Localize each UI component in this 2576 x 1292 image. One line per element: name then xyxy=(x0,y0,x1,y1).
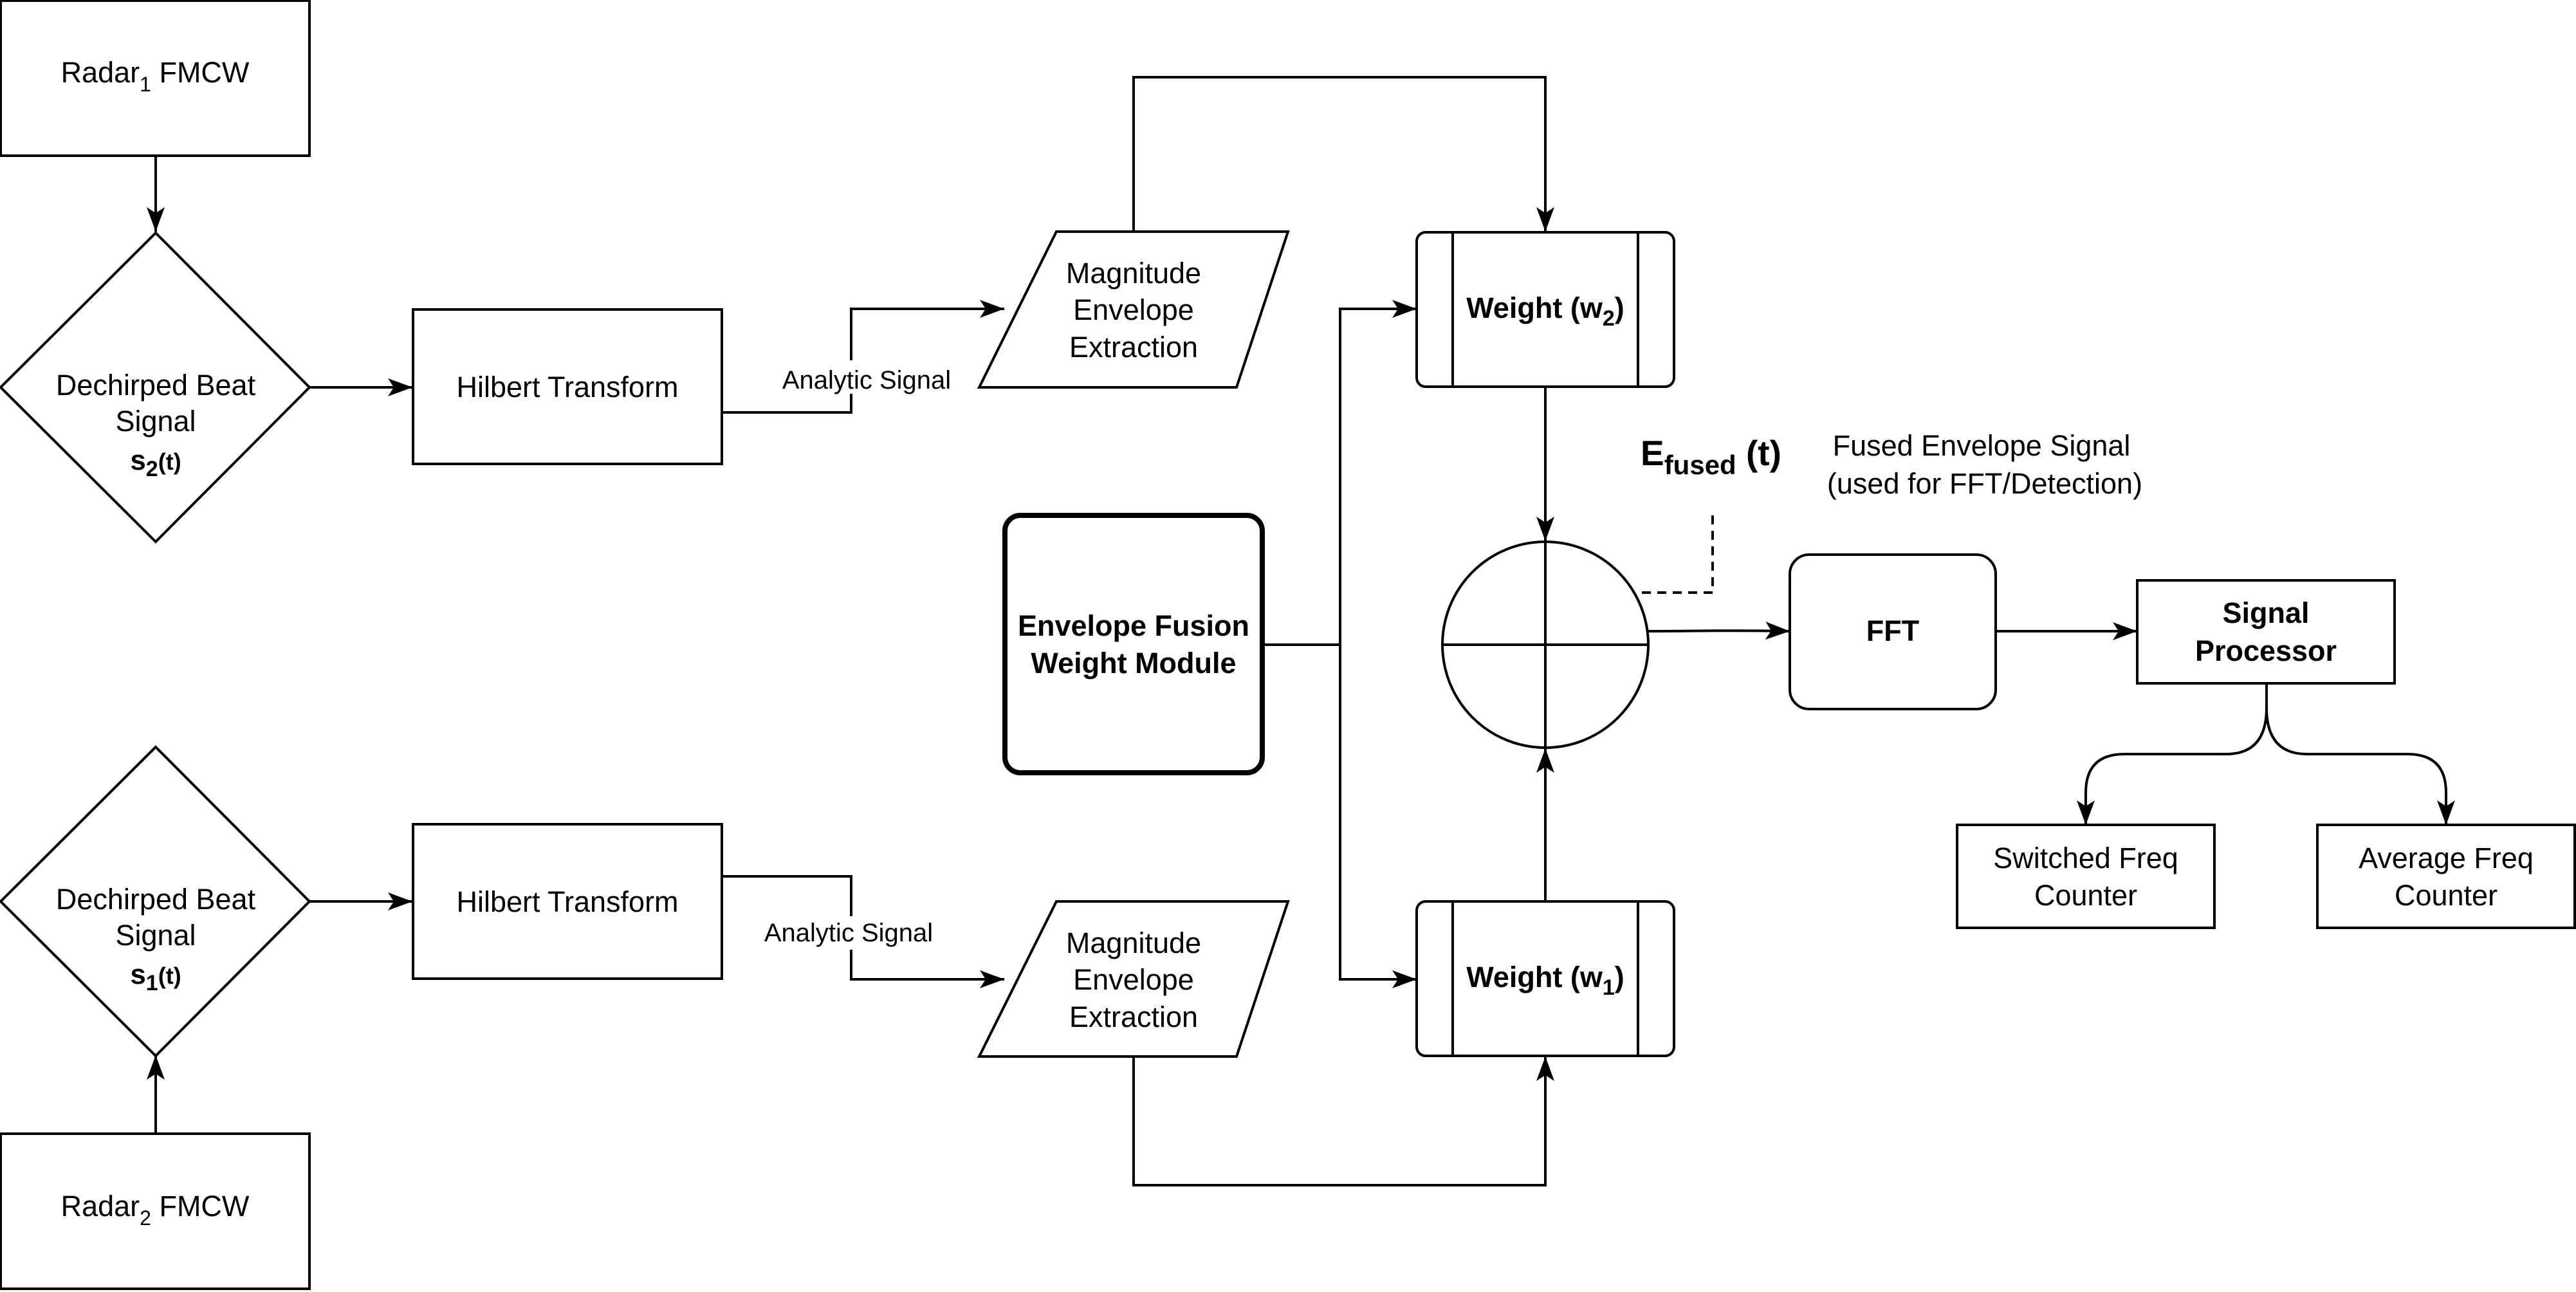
magnitude-envelope-top-node: Magnitude Envelope Extraction xyxy=(977,230,1290,389)
hilbert-transform-top-node: Hilbert Transform xyxy=(412,308,723,465)
radar2-node: Radar2 FMCW xyxy=(0,1132,311,1290)
edge-mag-top-to-weight2 xyxy=(1132,76,1554,232)
radar1-label: Radar1 FMCW xyxy=(61,56,250,96)
switched-counter-line2: Counter xyxy=(2034,879,2137,912)
beat-signal-s2-node: Dechirped Beat Signal s2(t) xyxy=(0,231,311,544)
hilbert-transform-bottom-label: Hilbert Transform xyxy=(456,885,678,918)
envelope-fusion-weight-module-node: Envelope Fusion Weight Module xyxy=(1002,513,1265,775)
hilbert-transform-bottom-node: Hilbert Transform xyxy=(412,823,723,980)
average-counter-line2: Counter xyxy=(2395,879,2498,912)
annotation-leader-dashed xyxy=(1642,515,1714,594)
efused-annotation: Efused (t) Fused Envelope Signal (used f… xyxy=(1641,429,2142,500)
edge-mag-bottom-to-weight1 xyxy=(1132,1057,1554,1186)
beat-signal-s2-line1: Dechirped Beat xyxy=(56,369,256,401)
magnitude-envelope-bottom-line3: Extraction xyxy=(1069,1001,1198,1033)
switched-freq-counter-node: Switched Freq Counter xyxy=(1956,824,2216,929)
magnitude-envelope-bottom-line2: Envelope xyxy=(1073,963,1194,996)
switched-counter-line1: Switched Freq xyxy=(1993,842,2178,874)
weight-w2-node: Weight (w2) xyxy=(1415,231,1675,388)
beat-signal-s1-node: Dechirped Beat Signal s1(t) xyxy=(0,745,311,1058)
analytic-signal-top-label-group: Analytic Signal xyxy=(769,360,964,394)
signal-processor-line2: Processor xyxy=(2195,634,2337,667)
beat-signal-s2-line2: Signal xyxy=(115,405,196,438)
fused-envelope-note-line1: Fused Envelope Signal xyxy=(1833,429,2131,462)
weight-w1-node: Weight (w1) xyxy=(1415,900,1675,1057)
magnitude-envelope-bottom-line1: Magnitude xyxy=(1066,927,1201,959)
beat-signal-s2-symbol: s2(t) xyxy=(130,445,181,481)
fused-envelope-note-line2: (used for FFT/Detection) xyxy=(1827,467,2142,500)
fft-node: FFT xyxy=(1789,553,1997,710)
fusion-module-line1: Envelope Fusion xyxy=(1018,609,1249,642)
fft-label: FFT xyxy=(1866,614,1919,647)
fusion-module-line2: Weight Module xyxy=(1031,647,1236,679)
efused-symbol: Efused (t) xyxy=(1641,433,1781,480)
signal-processor-line1: Signal xyxy=(2222,596,2309,629)
radar1-node: Radar1 FMCW xyxy=(0,0,311,157)
summing-junction xyxy=(1441,540,1650,749)
weight-w1-label: Weight (w1) xyxy=(1466,961,1624,1000)
edge-processor-to-average xyxy=(2265,683,2455,825)
magnitude-envelope-bottom-node: Magnitude Envelope Extraction xyxy=(977,900,1290,1058)
magnitude-envelope-top-line1: Magnitude xyxy=(1066,257,1201,290)
edge-module-to-weight1 xyxy=(1339,645,1417,988)
beat-signal-s1-line2: Signal xyxy=(115,919,196,952)
weight-w2-label: Weight (w2) xyxy=(1466,291,1624,331)
edge-processor-to-switched xyxy=(2077,683,2268,825)
average-freq-counter-node: Average Freq Counter xyxy=(2316,824,2576,929)
beat-signal-s1-symbol: s1(t) xyxy=(130,959,181,995)
analytic-signal-bottom-label-group: Analytic Signal xyxy=(751,916,946,950)
analytic-signal-bottom-label: Analytic Signal xyxy=(764,919,933,947)
signal-processor-node: Signal Processor xyxy=(2136,579,2396,685)
radar2-label: Radar2 FMCW xyxy=(61,1190,250,1230)
edges xyxy=(147,76,2455,1186)
beat-signal-s1-line1: Dechirped Beat xyxy=(56,883,256,916)
magnitude-envelope-top-line3: Extraction xyxy=(1069,331,1198,364)
hilbert-transform-top-label: Hilbert Transform xyxy=(456,371,678,403)
magnitude-envelope-top-line2: Envelope xyxy=(1073,293,1194,326)
analytic-signal-top-label: Analytic Signal xyxy=(782,366,951,394)
edge-module-to-weight2 xyxy=(1339,300,1417,645)
average-counter-line1: Average Freq xyxy=(2359,842,2534,874)
